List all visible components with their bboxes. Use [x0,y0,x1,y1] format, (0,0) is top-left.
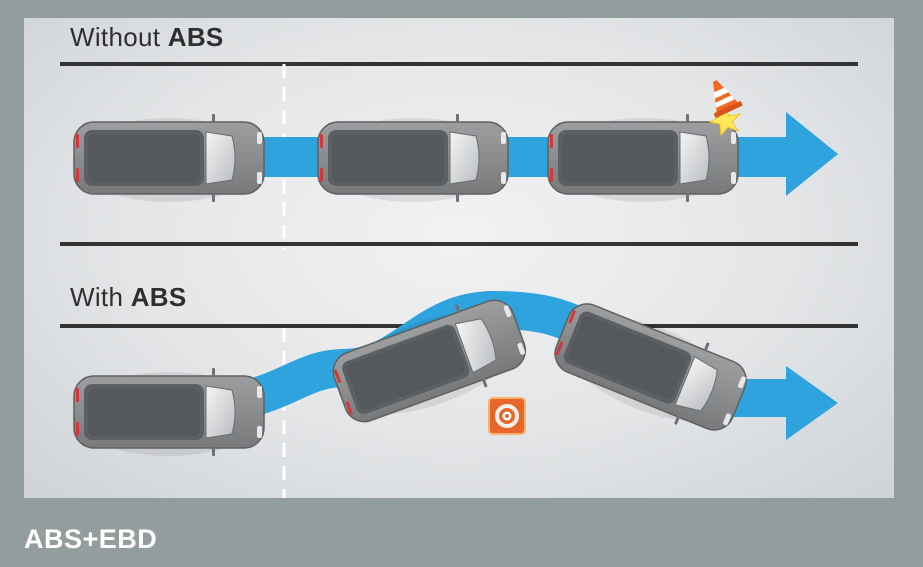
car-icon [72,367,266,457]
arrow-right-icon [786,112,838,196]
traffic-cone-icon [701,74,743,119]
car-icon [544,289,757,445]
feature-caption: ABS+EBD [24,524,158,554]
diagram-graphics [60,62,858,498]
lane-title-with-abs: With ABS [70,282,187,313]
car-icon [72,113,266,203]
lane-title-without-abs: Without ABS [70,22,224,53]
impact-spark-icon [708,104,742,137]
lane-title-emphasis: ABS [130,282,187,312]
road-line-middle [60,242,858,246]
car-icon [546,113,740,203]
road-line-top [60,62,858,66]
car-icon [316,113,510,203]
arrow-right-icon [786,366,838,440]
target-icon [488,397,526,435]
abs-comparison-diagram: Without ABS With ABS [24,18,894,498]
lane-title-prefix: Without [70,22,168,52]
lane-title-prefix: With [70,282,131,312]
lane-title-emphasis: ABS [167,22,224,52]
